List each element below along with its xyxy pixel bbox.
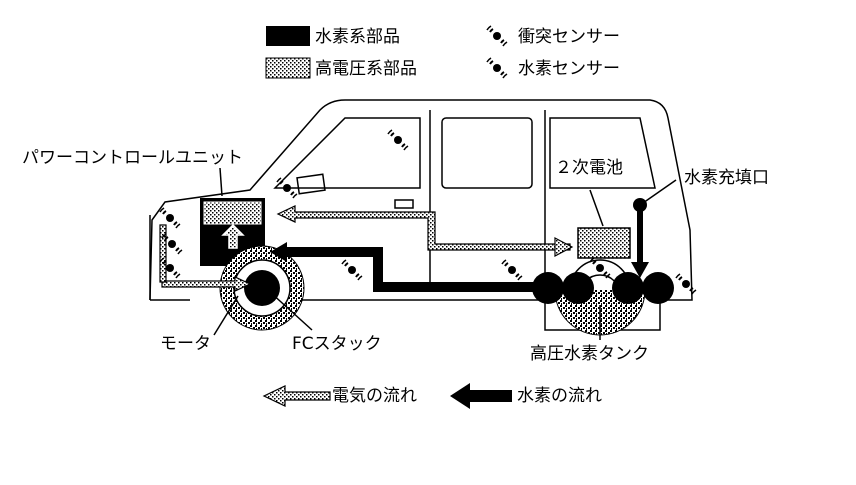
pcu-up-arrow	[221, 223, 245, 249]
filler-pointer	[642, 179, 677, 204]
electricity-flow-legend-arrow	[262, 385, 331, 407]
label-electricity-flow: 電気の流れ	[332, 386, 417, 406]
secondary-battery	[577, 227, 631, 259]
legend-collision-sensor: 衝突センサー	[518, 27, 620, 47]
legend-hydrogen-swatch	[266, 26, 310, 46]
legend-high-voltage-parts: 高電圧系部品	[315, 59, 417, 79]
legend-high-voltage-swatch	[265, 57, 311, 79]
battery-pointer	[589, 189, 604, 227]
label-hydrogen-filler: 水素充填口	[684, 168, 769, 188]
label-hydrogen-flow: 水素の流れ	[517, 386, 602, 406]
vehicle-body	[149, 99, 693, 331]
hydrogen-flow-legend-arrow	[450, 383, 512, 409]
legend-collision-sensor-icon	[486, 25, 508, 47]
label-motor: モータ	[160, 334, 211, 354]
fc-stack-pointer	[269, 291, 313, 331]
pcu-pointer	[219, 167, 223, 197]
fc-stack	[244, 270, 280, 306]
label-hp-hydrogen-tank: 高圧水素タンク	[530, 344, 649, 364]
pcu-high-voltage-part	[203, 201, 262, 225]
label-fc-stack: FCスタック	[292, 334, 382, 354]
hp-hydrogen-tanks	[532, 272, 674, 304]
hydrogen-flow	[270, 205, 649, 292]
legend-hydrogen-sensor-icon	[486, 57, 508, 79]
legend-hydrogen-parts: 水素系部品	[315, 27, 400, 47]
label-power-control-unit: パワーコントロールユニット	[22, 148, 243, 168]
hydrogen-filler	[633, 198, 647, 212]
motor-pointer	[213, 295, 239, 336]
label-secondary-battery: ２次電池	[555, 158, 623, 178]
legend-hydrogen-sensor: 水素センサー	[518, 59, 620, 79]
